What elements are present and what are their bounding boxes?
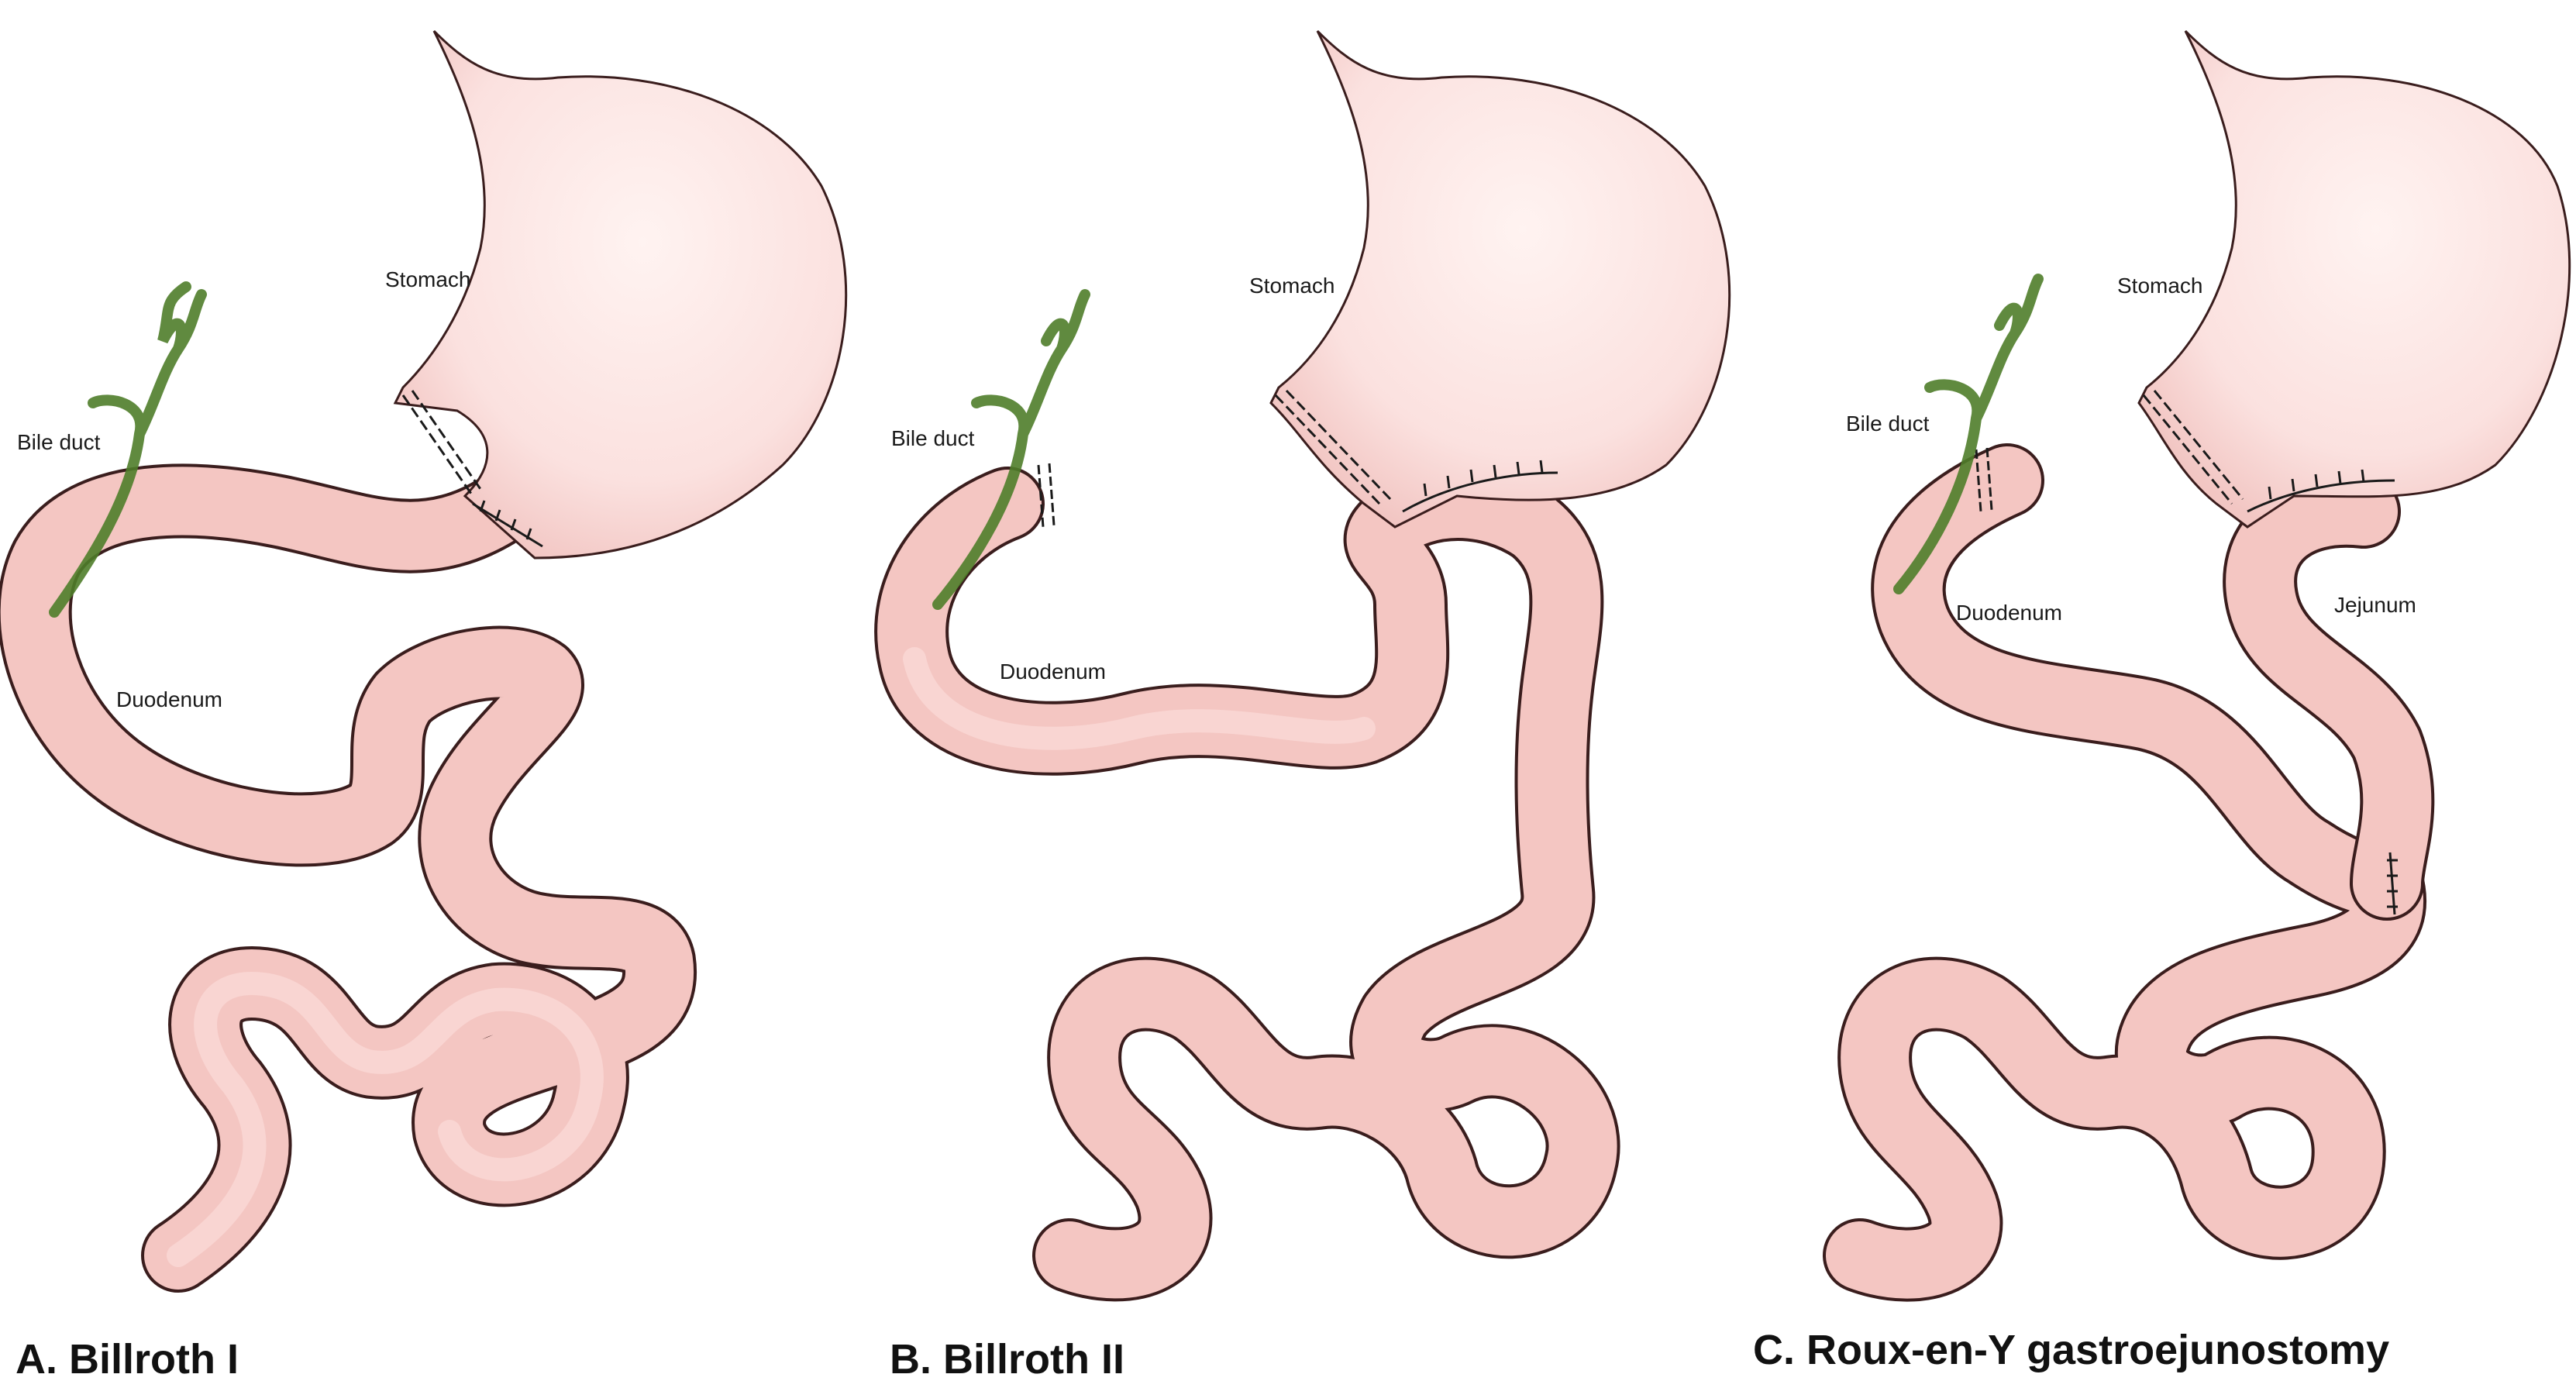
stomach: [2137, 29, 2571, 529]
label-bile-duct: Bile duct: [891, 426, 975, 450]
bile-duct: [49, 281, 207, 618]
panel-billroth-1: Stomach Bile duct Duodenum A. Billroth I: [0, 29, 848, 1381]
panel-roux-en-y: Stomach Bile duct Duodenum Jejunum C. Ro…: [1753, 29, 2571, 1373]
small-intestine-loops: [874, 467, 1620, 1302]
staple-line: [401, 390, 543, 548]
panel-billroth-2: Stomach Bile duct Duodenum B. Billroth I…: [874, 29, 1731, 1381]
staple-line: [1274, 389, 1558, 513]
label-stomach: Stomach: [1249, 274, 1335, 298]
staple-line: [2142, 390, 2398, 915]
label-duodenum: Duodenum: [1956, 601, 2062, 625]
panel-caption: B. Billroth II: [890, 1336, 1124, 1381]
label-stomach: Stomach: [2117, 274, 2203, 298]
small-intestine-loops: [1823, 443, 2435, 1302]
label-duodenum: Duodenum: [1000, 660, 1106, 684]
label-jejunum: Jejunum: [2334, 593, 2416, 617]
label-bile-duct: Bile duct: [1846, 412, 1930, 436]
small-intestine-loops: [0, 463, 697, 1293]
panel-caption: A. Billroth I: [15, 1336, 239, 1381]
bile-duct: [1893, 274, 2044, 594]
label-bile-duct: Bile duct: [17, 430, 101, 454]
label-duodenum: Duodenum: [116, 687, 222, 711]
bile-duct: [932, 289, 1090, 610]
stomach: [1269, 29, 1731, 529]
duodenal-stump: [1037, 463, 1056, 528]
duodenal-stump: [1975, 447, 1993, 512]
label-stomach: Stomach: [385, 267, 471, 291]
panel-caption: C. Roux-en-Y gastroejunostomy: [1753, 1327, 2389, 1373]
stomach: [393, 29, 848, 560]
